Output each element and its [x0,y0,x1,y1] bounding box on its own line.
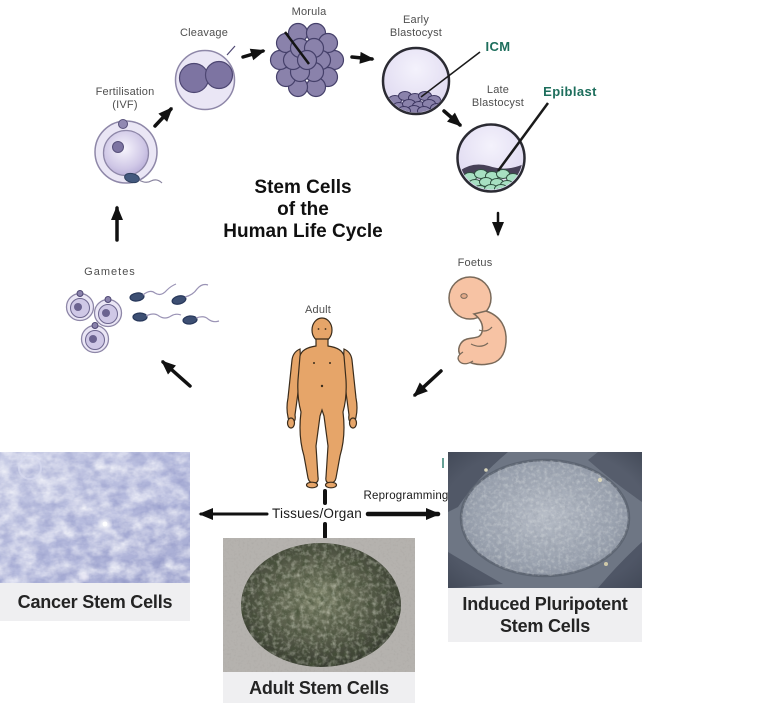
early-blastocyst-illustration [381,46,481,116]
label-adult: Adult [304,304,332,316]
label-gametes: Gametes [84,266,136,278]
arrow-morula-to-early-blastocyst [350,51,375,64]
arrow-foetus-to-adult [413,369,443,397]
leader-line-epiblast [496,102,550,172]
adult-stem-cells-caption: Adult Stem Cells [223,672,415,703]
label-foetus: Foetus [457,257,493,269]
arrow-early-to-late-blastocyst [442,109,462,127]
foetus-eye [460,293,468,299]
label-cleavage: Cleavage [179,27,229,39]
ips-cells-photo [448,452,642,588]
morula-pointer-line [284,31,310,65]
gametes-illustration [65,283,220,354]
ips-cells-caption: Induced Pluripotent Stem Cells [448,588,642,642]
late-blastocyst-illustration [456,102,550,193]
egg-cells [65,290,123,354]
morula-illustration [269,22,345,98]
foetus-leg [457,351,474,365]
foetus-limb-creases [470,326,493,347]
title-line-2: of the [277,199,329,220]
sperm-cells [129,283,220,325]
polar-body [118,119,128,129]
label-fertilisation: Fertilisation (IVF) [95,86,155,112]
arrow-cleavage-to-morula [241,48,266,61]
foetus-illustration [448,276,507,366]
egg-nucleus [112,141,124,153]
cancer-stem-cells-photo [0,452,190,583]
adult-figure-illustration [286,317,358,489]
fertilising-sperm [124,172,163,184]
title-line-1: Stem Cells [254,177,352,198]
label-late-blastocyst: Late Blastocyst [471,84,525,110]
diagram-title: Stem Cells of the Human Life Cycle [223,177,382,243]
arrow-fertilisation-to-cleavage [153,107,173,128]
fertilised-egg-illustration [94,119,163,184]
label-tissues-organ: Tissues/Organ [272,506,362,521]
leader-line-icm [420,51,481,98]
arrow-adult-to-gametes [161,360,192,388]
adult-stem-cells-photo [223,538,415,672]
cancer-stem-cells-caption: Cancer Stem Cells [0,583,190,621]
cleavage-embryo-illustration [174,45,236,111]
title-line-3: Human Life Cycle [223,221,383,242]
label-epiblast: Epiblast [543,84,597,99]
label-icm: ICM [485,39,511,54]
label-reprogramming: Reprogramming [363,490,449,502]
label-morula: Morula [291,6,327,18]
label-early-blastocyst: Early Blastocyst [389,14,443,40]
